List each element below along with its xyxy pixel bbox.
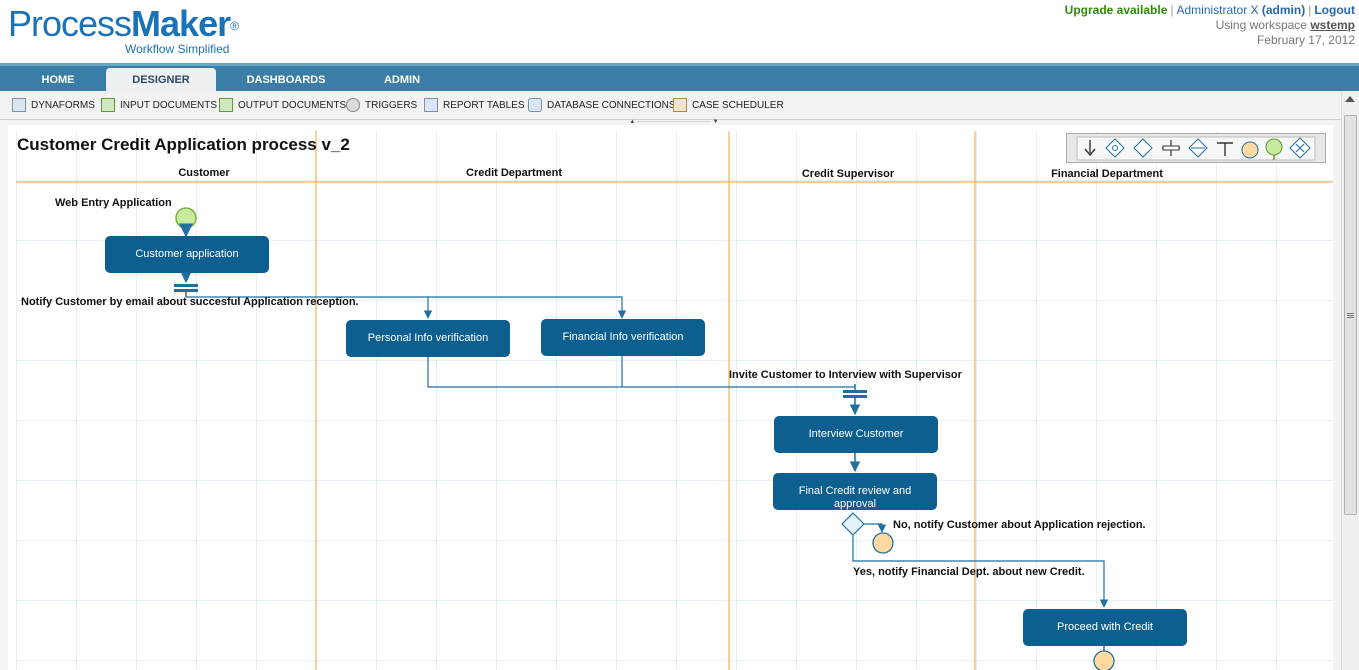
task-label: Interview Customer <box>809 428 904 440</box>
report-tables-button[interactable]: REPORT TABLES <box>424 97 525 113</box>
logo-registered: ® <box>230 19 239 33</box>
logo-text-plain: Process <box>8 3 132 44</box>
database-connections-label: DATABASE CONNECTIONS <box>547 99 676 111</box>
task-label: Final Credit review and <box>799 485 912 497</box>
task-customer-application[interactable] <box>105 236 269 273</box>
lane-financial-department[interactable]: Financial Department <box>1051 168 1163 180</box>
scroll-thumb[interactable] <box>1344 115 1357 515</box>
form-icon <box>12 98 26 112</box>
output-documents-button[interactable]: OUTPUT DOCUMENTS <box>219 97 346 113</box>
parallel-bar-icon <box>174 289 198 292</box>
upgrade-link[interactable]: Upgrade available <box>1064 3 1168 17</box>
scroll-up-arrow-icon[interactable] <box>1345 96 1355 102</box>
process-title: Customer Credit Application process v_2 <box>17 135 350 154</box>
evaluation-icon[interactable] <box>1105 138 1125 158</box>
designer-toolbar: DYNAFORMS INPUT DOCUMENTS OUTPUT DOCUMEN… <box>0 91 1359 120</box>
no-notify-label: No, notify Customer about Application re… <box>893 519 1146 531</box>
end-event-icon[interactable] <box>1093 650 1115 670</box>
invite-interview-label: Invite Customer to Interview with Superv… <box>729 369 963 381</box>
arrow-down-icon[interactable] <box>1084 140 1096 157</box>
upload-icon <box>101 98 115 112</box>
shape-palette <box>1066 133 1326 163</box>
separator: | <box>1170 3 1174 17</box>
processmaker-logo[interactable]: ProcessMaker® Workflow Simplified <box>8 3 239 57</box>
task-personal-info[interactable] <box>346 320 510 357</box>
connector <box>428 296 627 319</box>
task-interview-customer[interactable] <box>774 416 938 453</box>
start-event-icon[interactable] <box>1265 138 1283 160</box>
calendar-icon <box>673 98 687 112</box>
task-financial-info[interactable] <box>541 319 705 356</box>
dynaforms-label: DYNAFORMS <box>31 99 95 111</box>
selection-icon[interactable] <box>1133 138 1153 158</box>
gateway-icon[interactable] <box>1289 137 1311 159</box>
logout-link[interactable]: Logout <box>1314 3 1355 17</box>
workspace-label: Using workspace <box>1215 18 1307 32</box>
process-canvas: Customer Credit Application process v_2 … <box>0 120 1341 670</box>
main-nav: HOME DESIGNER DASHBOARDS ADMIN <box>0 63 1359 91</box>
current-date: February 17, 2012 <box>1256 33 1355 47</box>
end-event-icon[interactable] <box>872 532 894 554</box>
tab-home[interactable]: HOME <box>41 74 75 86</box>
parallel-bar-icon[interactable] <box>174 284 198 287</box>
case-scheduler-label: CASE SCHEDULER <box>692 99 784 111</box>
gear-icon <box>346 98 360 112</box>
report-tables-label: REPORT TABLES <box>443 99 525 111</box>
user-info: Upgrade available|Administrator X (admin… <box>1065 3 1355 48</box>
task-label: Proceed with Credit <box>1057 621 1153 633</box>
parallel-icon[interactable] <box>1162 140 1180 156</box>
yes-notify-label: Yes, notify Financial Dept. about new Cr… <box>853 566 1085 578</box>
logo-tagline: Workflow Simplified <box>125 42 230 56</box>
triggers-label: TRIGGERS <box>365 99 418 111</box>
task-label: Customer application <box>135 248 238 260</box>
canvas-grid <box>16 131 1333 670</box>
workspace-name[interactable]: wstemp <box>1310 18 1355 32</box>
dynaforms-button[interactable]: DYNAFORMS <box>12 97 95 113</box>
user-name[interactable]: Administrator X <box>1176 3 1259 17</box>
output-documents-label: OUTPUT DOCUMENTS <box>238 99 347 111</box>
lane-customer[interactable]: Customer <box>178 167 230 179</box>
web-entry-label: Web Entry Application <box>55 197 172 209</box>
lane-credit-department[interactable]: Credit Department <box>466 167 562 179</box>
triggers-button[interactable]: TRIGGERS <box>346 97 417 113</box>
parallel-evaluation-icon[interactable] <box>1188 138 1208 158</box>
start-event-icon[interactable] <box>175 207 197 229</box>
join-bar-icon <box>843 395 867 398</box>
input-documents-button[interactable]: INPUT DOCUMENTS <box>101 97 217 113</box>
process-map: Customer Credit Application process v_2 … <box>8 125 1333 670</box>
task-label: approval <box>834 498 876 510</box>
tab-admin[interactable]: ADMIN <box>383 74 421 86</box>
separator: | <box>1308 3 1312 17</box>
table-icon <box>424 98 438 112</box>
logo-text-bold: Maker <box>131 3 231 44</box>
connector <box>864 523 887 533</box>
join-bar-icon[interactable] <box>843 390 867 393</box>
task-label: Financial Info verification <box>562 331 683 343</box>
input-documents-label: INPUT DOCUMENTS <box>120 99 218 111</box>
task-label: Personal Info verification <box>368 332 488 344</box>
grip-icon <box>1347 313 1354 314</box>
task-final-credit-review[interactable] <box>773 473 937 510</box>
connector <box>427 357 855 388</box>
database-icon <box>528 98 542 112</box>
lane-credit-supervisor[interactable]: Credit Supervisor <box>802 168 895 180</box>
download-icon <box>219 98 233 112</box>
tab-designer[interactable]: DESIGNER <box>106 68 216 91</box>
splitter-handle[interactable]: ▲ ····································· … <box>629 119 719 125</box>
vertical-scrollbar[interactable] <box>1341 91 1359 670</box>
tab-dashboards[interactable]: DASHBOARDS <box>246 74 326 86</box>
connector <box>852 535 1109 608</box>
database-connections-button[interactable]: DATABASE CONNECTIONS <box>528 97 676 113</box>
end-event-icon[interactable] <box>1241 141 1259 159</box>
join-icon[interactable] <box>1217 142 1233 156</box>
task-proceed-with-credit[interactable] <box>1023 609 1187 646</box>
app-header: ProcessMaker® Workflow Simplified Upgrad… <box>0 0 1359 62</box>
notify-email-label: Notify Customer by email about succesful… <box>21 296 359 308</box>
user-role: (admin) <box>1261 3 1306 17</box>
case-scheduler-button[interactable]: CASE SCHEDULER <box>673 97 784 113</box>
